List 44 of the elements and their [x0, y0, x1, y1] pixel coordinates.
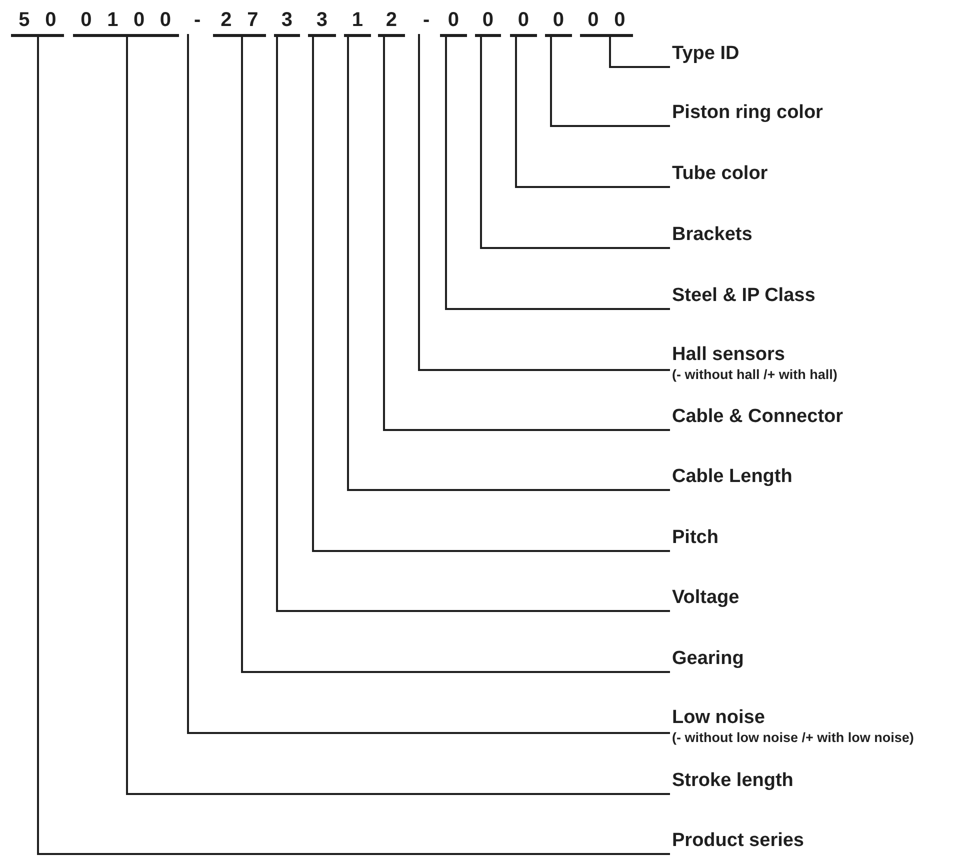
- field-label: Gearing: [672, 647, 744, 670]
- field-label: Cable & Connector: [672, 405, 844, 428]
- leader-line: [187, 34, 670, 734]
- code-segment: 50: [11, 6, 64, 37]
- field-label: Cable Length: [672, 465, 792, 488]
- code-separator: -: [413, 6, 437, 34]
- leader-line: [445, 37, 670, 310]
- field-label: Stroke length: [672, 769, 794, 792]
- field-label: Pitch: [672, 526, 718, 549]
- code-segment: 00: [580, 6, 633, 37]
- code-separator: -: [184, 6, 208, 34]
- leader-line: [550, 37, 670, 127]
- field-label: Steel & IP Class: [672, 284, 816, 307]
- code-segment: 3: [274, 6, 300, 37]
- leader-line: [37, 37, 670, 855]
- field-label: Product series: [672, 829, 804, 852]
- code-segment: 0100: [73, 6, 179, 37]
- leader-line: [609, 37, 670, 68]
- field-label: Low noise: [672, 706, 766, 729]
- field-note: (- without hall /+ with hall): [672, 366, 838, 383]
- code-segment: 0: [510, 6, 537, 37]
- field-label: Hall sensors: [672, 343, 786, 366]
- leader-line: [276, 37, 670, 612]
- field-label: Tube color: [672, 162, 768, 185]
- field-note: (- without low noise /+ with low noise): [672, 729, 914, 746]
- leader-line: [347, 37, 670, 491]
- code-segment: 1: [344, 6, 371, 37]
- field-label: Type ID: [672, 42, 740, 65]
- code-segment: 27: [213, 6, 266, 37]
- field-label: Voltage: [672, 586, 740, 609]
- code-segment: 0: [545, 6, 572, 37]
- leader-line: [241, 37, 670, 673]
- code-segment: 0: [475, 6, 501, 37]
- leader-line: [418, 34, 670, 371]
- code-segment: 0: [440, 6, 467, 37]
- leader-line: [126, 37, 670, 795]
- leader-line: [480, 37, 670, 249]
- field-label: Piston ring color: [672, 101, 823, 124]
- leader-line: [515, 37, 670, 188]
- leader-line: [312, 37, 670, 552]
- field-label: Brackets: [672, 223, 752, 246]
- code-segment: 2: [378, 6, 405, 37]
- code-segment: 3: [308, 6, 336, 37]
- leader-line: [383, 37, 670, 431]
